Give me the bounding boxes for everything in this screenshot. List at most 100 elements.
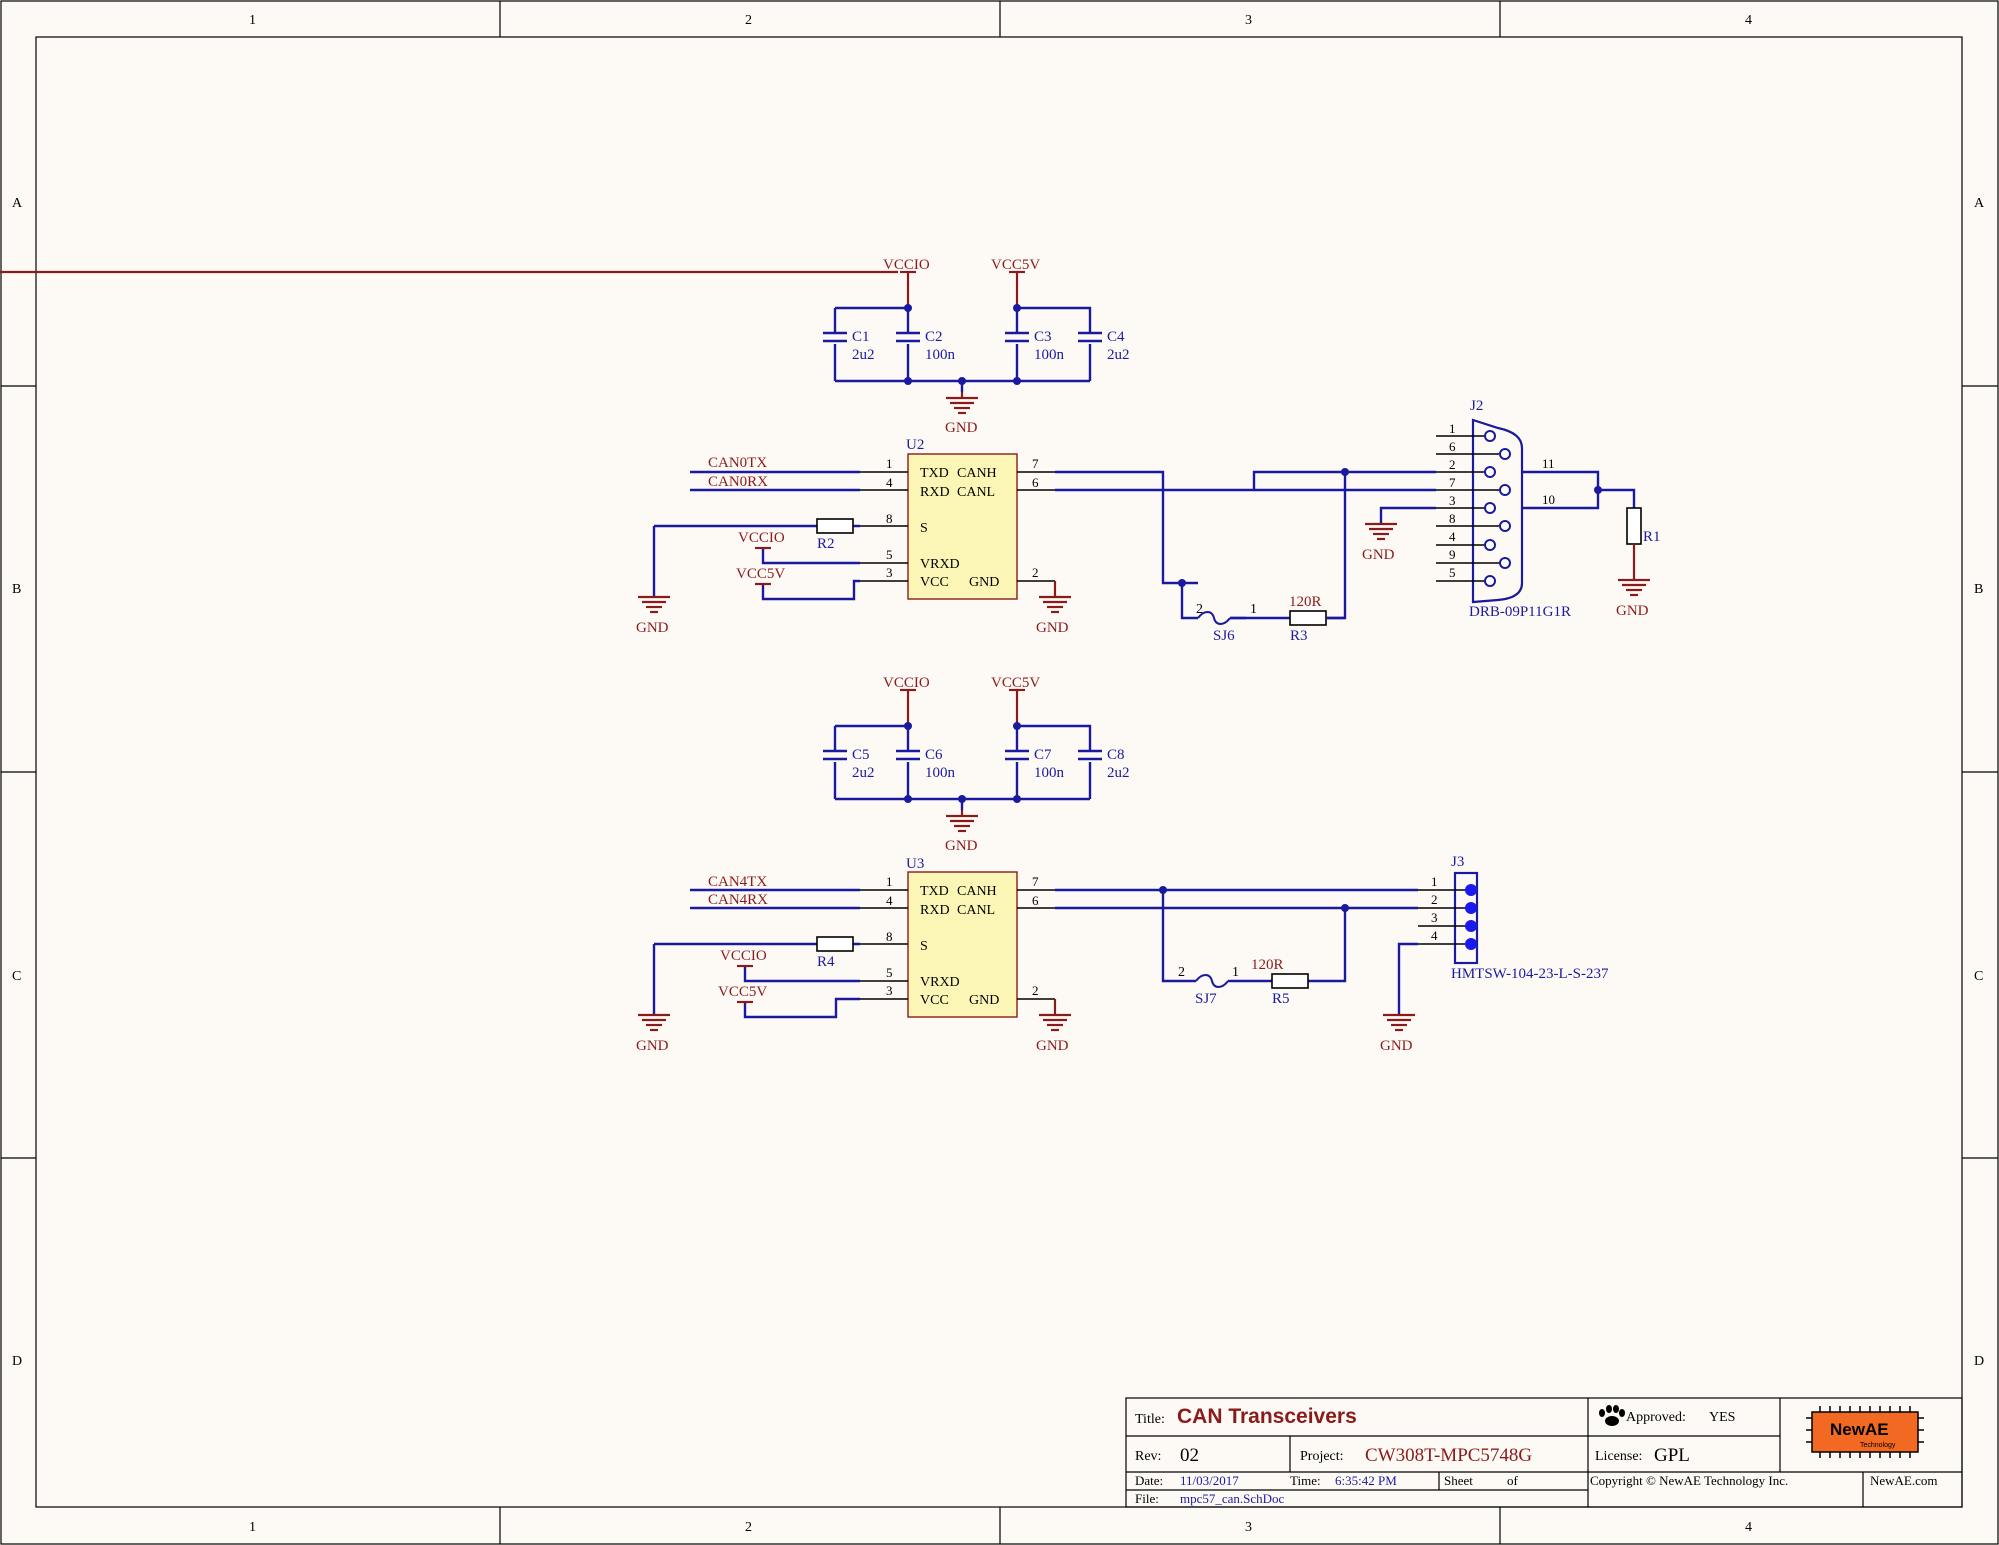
zone-row-a-left: A <box>12 196 23 211</box>
u2-pin-canl: CANL <box>957 485 995 500</box>
time-label: Time: <box>1290 1473 1321 1488</box>
u2-pinnum-6: 6 <box>1032 475 1039 490</box>
net-label-gnd-j3: GND <box>1380 1038 1413 1054</box>
license-label: License: <box>1595 1449 1642 1464</box>
j2-pinnum-4: 4 <box>1449 529 1456 544</box>
u2-pin-s: S <box>920 521 928 536</box>
resistor-r3 <box>1289 610 1327 626</box>
date-value: 11/03/2017 <box>1180 1473 1239 1488</box>
j2-ref: J2 <box>1470 398 1483 414</box>
license-value: GPL <box>1654 1445 1690 1466</box>
net-label-can4tx: CAN4TX <box>708 874 767 890</box>
cap-val-c1: 2u2 <box>852 347 875 363</box>
u2-pin-vcc: VCC <box>920 575 949 590</box>
u2-body <box>907 453 1018 600</box>
copyright-text: Copyright © NewAE Technology Inc. <box>1590 1473 1788 1488</box>
net-label-gnd-j2: GND <box>1362 547 1395 563</box>
u3-pinnum-5: 5 <box>886 965 893 980</box>
net-label-vccio-u3: VCCIO <box>720 948 767 964</box>
sj6-pin-1: 1 <box>1250 602 1257 617</box>
transceiver-u3: U3 TXD RXD S VRXD VCC CANH CANL GND 1 4 … <box>636 856 1071 1054</box>
net-label-gnd-2: GND <box>945 838 978 854</box>
zone-row-a-right: A <box>1974 196 1985 211</box>
net-label-vccio-2: VCCIO <box>883 675 930 691</box>
rev-value: 02 <box>1180 1445 1199 1466</box>
zone-row-d-right: D <box>1974 1354 1984 1369</box>
r5-ref: R5 <box>1272 991 1290 1007</box>
zone-row-c-left: C <box>12 969 21 984</box>
j2-pinnum-7: 7 <box>1449 475 1456 490</box>
resistor-r2 <box>816 518 854 534</box>
zone-row-b-right: B <box>1974 582 1983 597</box>
u2-pinnum-4: 4 <box>886 475 893 490</box>
u3-pinnum-4: 4 <box>886 893 893 908</box>
approved-label: Approved: <box>1626 1410 1686 1425</box>
sheet-title: CAN Transceivers <box>1177 1405 1357 1428</box>
j3-pinnum-2: 2 <box>1431 892 1438 907</box>
resistor-r1 <box>1626 507 1642 545</box>
zone-labels: 1 2 3 4 1 2 3 4 A B C D A B C D <box>12 13 1985 1535</box>
net-label-vccio-u2: VCCIO <box>738 530 785 546</box>
u3-pinnum-6: 6 <box>1032 893 1039 908</box>
zone-row-c-right: C <box>1974 969 1983 984</box>
approved-value: YES <box>1709 1410 1735 1425</box>
cap-val-c2: 100n <box>925 347 956 363</box>
zone-col-2-top: 2 <box>745 13 752 28</box>
j3-pinnum-1: 1 <box>1431 874 1438 889</box>
cap-val-c5: 2u2 <box>852 765 875 781</box>
sj6-ref: SJ6 <box>1213 628 1235 644</box>
title-block: Title: CAN Transceivers Approved: YES Re… <box>1125 1397 1963 1508</box>
u2-pinnum-3: 3 <box>886 565 893 580</box>
solder-jumper-sj7 <box>1195 974 1229 988</box>
net-label-can0rx: CAN0RX <box>708 474 768 490</box>
project-value: CW308T-MPC5748G <box>1365 1445 1532 1466</box>
j2-part: DRB-09P11G1R <box>1469 604 1571 620</box>
net-label-vcc5v-1: VCC5V <box>991 257 1040 273</box>
j3-ref: J3 <box>1451 854 1464 870</box>
net-label-can4rx: CAN4RX <box>708 892 768 908</box>
cap-ref-c8: C8 <box>1107 747 1125 763</box>
resistor-r4 <box>816 936 854 952</box>
decoupling-group-2: VCCIO VCC5V GND C5 2u2 C6 100n C7 <box>823 675 1130 854</box>
of-label: of <box>1507 1473 1519 1488</box>
u2-pinnum-2: 2 <box>1032 565 1039 580</box>
sheet-label: Sheet <box>1444 1473 1473 1488</box>
j2-pinnum-10: 10 <box>1542 492 1555 507</box>
r5-value: 120R <box>1251 957 1284 973</box>
u2-pinnum-8: 8 <box>886 511 893 526</box>
u2-pin-txd: TXD <box>920 466 949 481</box>
j2-pinnum-8: 8 <box>1449 511 1456 526</box>
r3-ref: R3 <box>1290 628 1308 644</box>
net-label-vcc5v-u3: VCC5V <box>718 984 767 1000</box>
u3-ref: U3 <box>906 856 924 872</box>
u2-pin-rxd: RXD <box>920 485 950 500</box>
title-label: Title: <box>1135 1412 1165 1427</box>
j2-pinnum-6: 6 <box>1449 439 1456 454</box>
cap-ref-c5: C5 <box>852 747 870 763</box>
net-label-gnd-u2-s: GND <box>636 620 669 636</box>
rev-label: Rev: <box>1135 1449 1161 1464</box>
u3-pinnum-3: 3 <box>886 983 893 998</box>
time-value: 6:35:42 PM <box>1335 1473 1397 1488</box>
u3-pinnum-8: 8 <box>886 929 893 944</box>
u3-pin-gnd: GND <box>969 993 999 1008</box>
u2-pin-vrxd: VRXD <box>920 557 960 572</box>
r1-ref: R1 <box>1643 529 1661 545</box>
zone-row-d-left: D <box>12 1354 22 1369</box>
u3-pinnum-1: 1 <box>886 874 893 889</box>
u3-pin-vrxd: VRXD <box>920 975 960 990</box>
date-label: Date: <box>1135 1473 1163 1488</box>
cap-val-c7: 100n <box>1034 765 1065 781</box>
j2-pinnum-5: 5 <box>1449 565 1456 580</box>
can4-bus-wiring: 2 1 SJ7 R5 120R <box>1055 886 1418 1007</box>
u2-pinnum-1: 1 <box>886 456 893 471</box>
j3-part: HMTSW-104-23-L-S-237 <box>1451 966 1609 982</box>
u3-pinnum-7: 7 <box>1032 874 1039 889</box>
file-label: File: <box>1135 1491 1159 1506</box>
zone-col-1-top: 1 <box>249 13 256 28</box>
cap-ref-c4: C4 <box>1107 329 1125 345</box>
net-label-vcc5v-u2: VCC5V <box>736 566 785 582</box>
connector-j2: J2 1 6 2 7 3 <box>1362 398 1661 620</box>
